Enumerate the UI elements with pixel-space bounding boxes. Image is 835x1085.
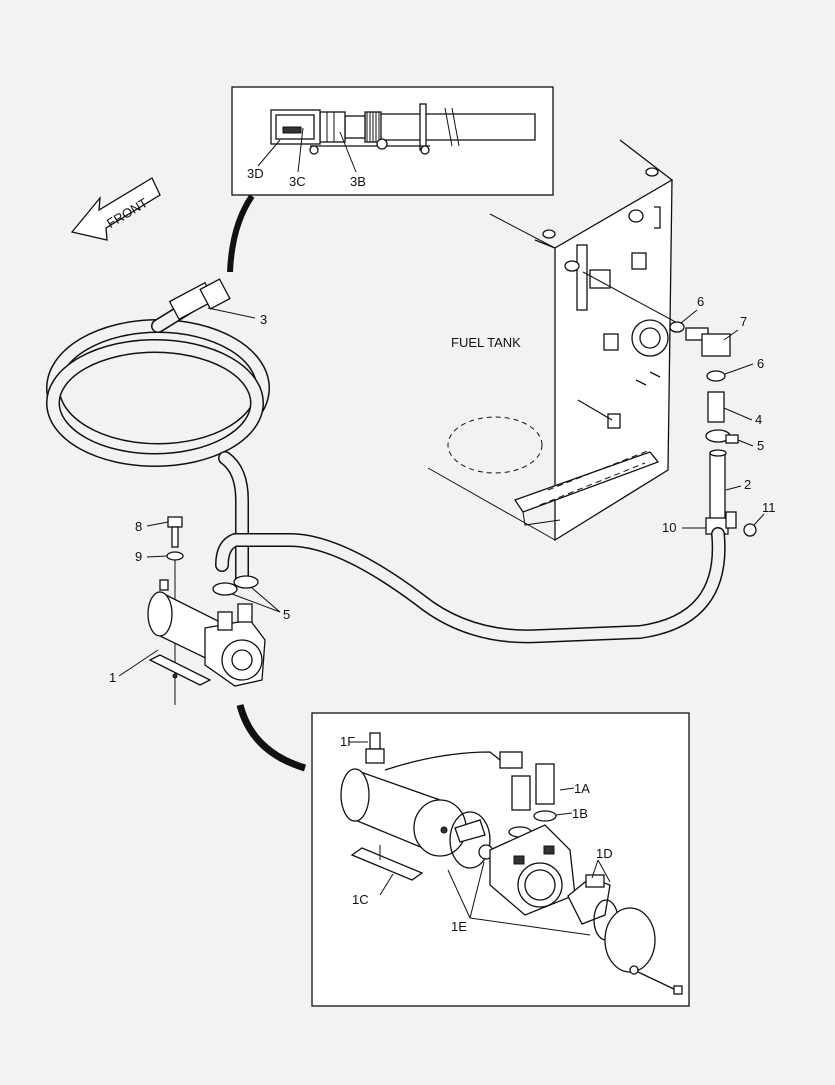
callout-1D: 1D [596,846,613,861]
coupler-detail-box: 3D 3C 3B [231,86,554,196]
callout-2: 2 [744,477,751,492]
callout-5-tank: 5 [757,438,764,453]
fuel-pump [147,516,266,705]
callout-10: 10 [662,520,676,535]
main-callouts: 3 6 7 6 4 5 2 11 10 8 9 5 1 [109,294,776,685]
detail-pointer-top [227,194,255,273]
fuel-tank: FUEL TANK [427,139,673,542]
front-arrow: FRONT [70,177,161,241]
callout-3C: 3C [289,174,306,189]
callout-11: 11 [762,500,776,515]
callout-1: 1 [109,670,116,685]
callout-1E: 1E [451,919,467,934]
callout-1C: 1C [352,892,369,907]
pump-detail-box: 1F 1C 1A 1B 1D [311,712,690,1007]
fuel-tank-label: FUEL TANK [451,335,521,350]
callout-9: 9 [135,549,142,564]
coiled-hose [46,278,270,587]
callout-6-top: 6 [697,294,704,309]
callout-6-bottom: 6 [757,356,764,371]
callout-1F: 1F [340,734,355,749]
callout-1B: 1B [572,806,588,821]
callout-3: 3 [260,312,267,327]
callout-8: 8 [135,519,142,534]
callout-5-pump: 5 [283,607,290,622]
fuel-pipe [215,527,726,644]
callout-3D: 3D [247,166,264,181]
callout-7: 7 [740,314,747,329]
detail-pointer-bottom [236,704,307,772]
callout-1A: 1A [574,781,590,796]
callout-4: 4 [755,412,762,427]
callout-3B: 3B [350,174,366,189]
